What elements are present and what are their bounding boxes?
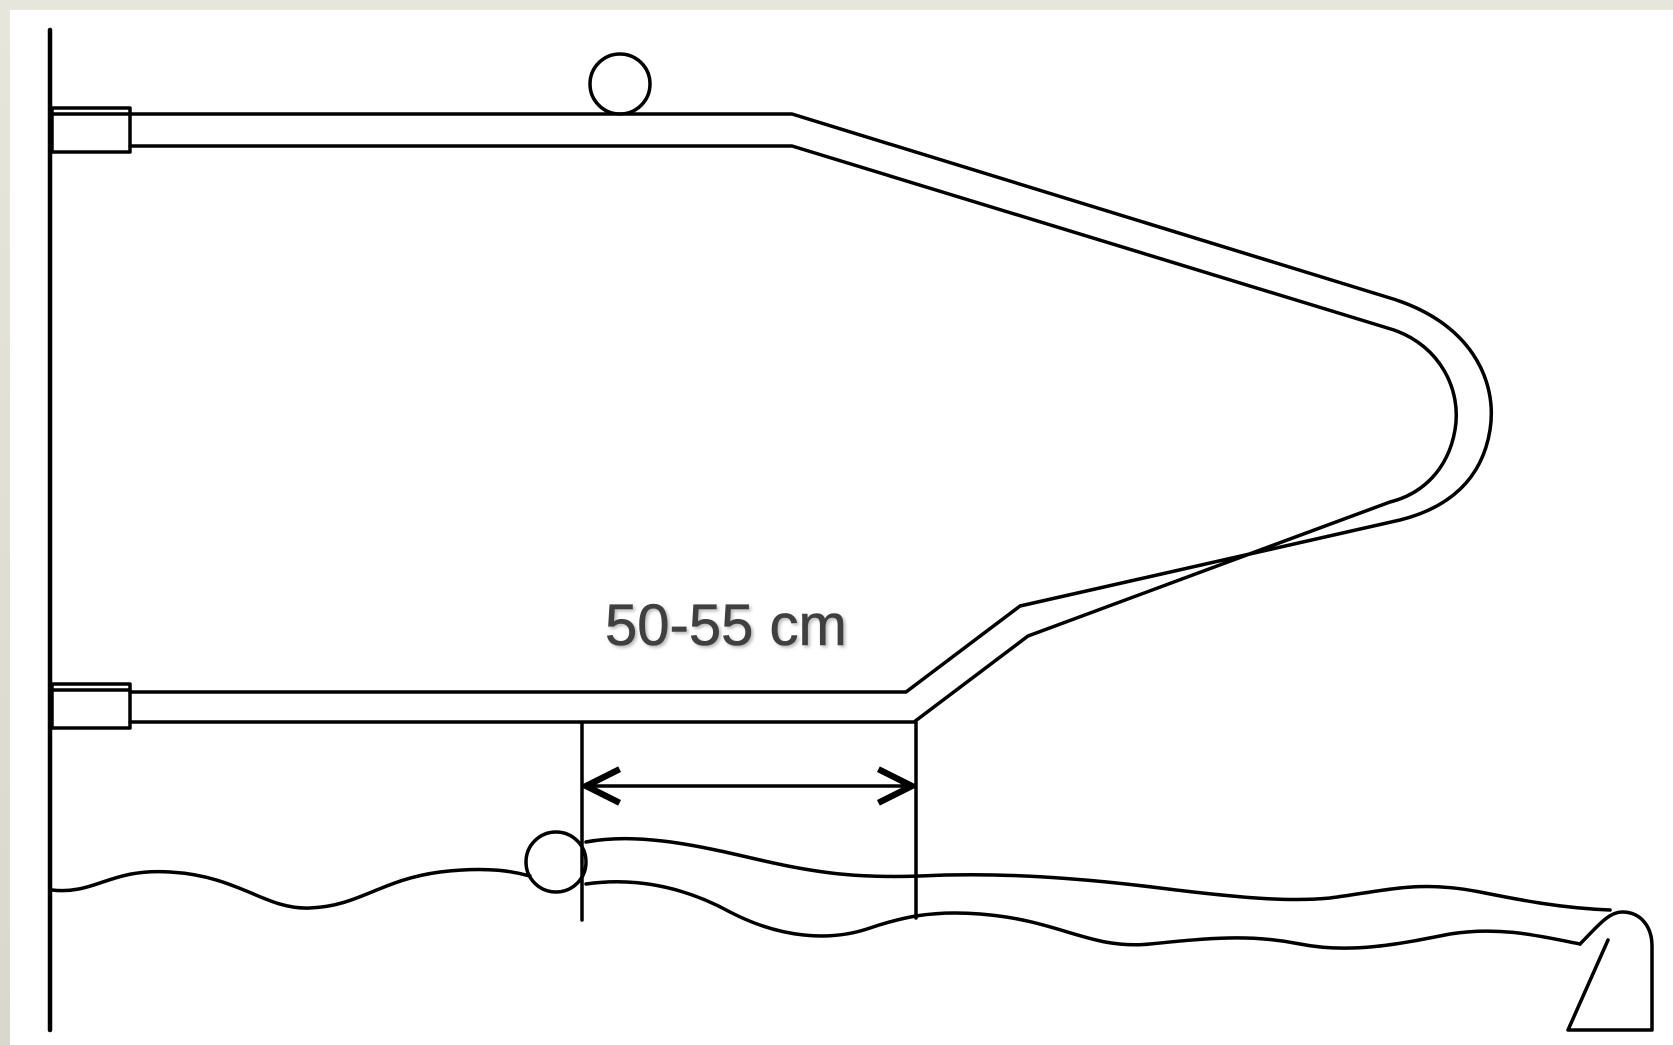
water-surface-left bbox=[50, 867, 532, 910]
handrail-outer-edge bbox=[128, 112, 1493, 694]
dimension-label: 50-55 cm bbox=[605, 593, 847, 658]
lower-step-circle bbox=[524, 830, 588, 894]
handrail-inner-edge bbox=[128, 144, 1458, 724]
top-step-circle bbox=[588, 52, 652, 116]
water-surface-upper bbox=[584, 836, 1612, 912]
lower-wall-anchor bbox=[50, 682, 132, 730]
upper-wall-anchor bbox=[50, 106, 132, 154]
water-surface-lower bbox=[584, 880, 1582, 950]
ladder-foot bbox=[1566, 910, 1654, 1032]
